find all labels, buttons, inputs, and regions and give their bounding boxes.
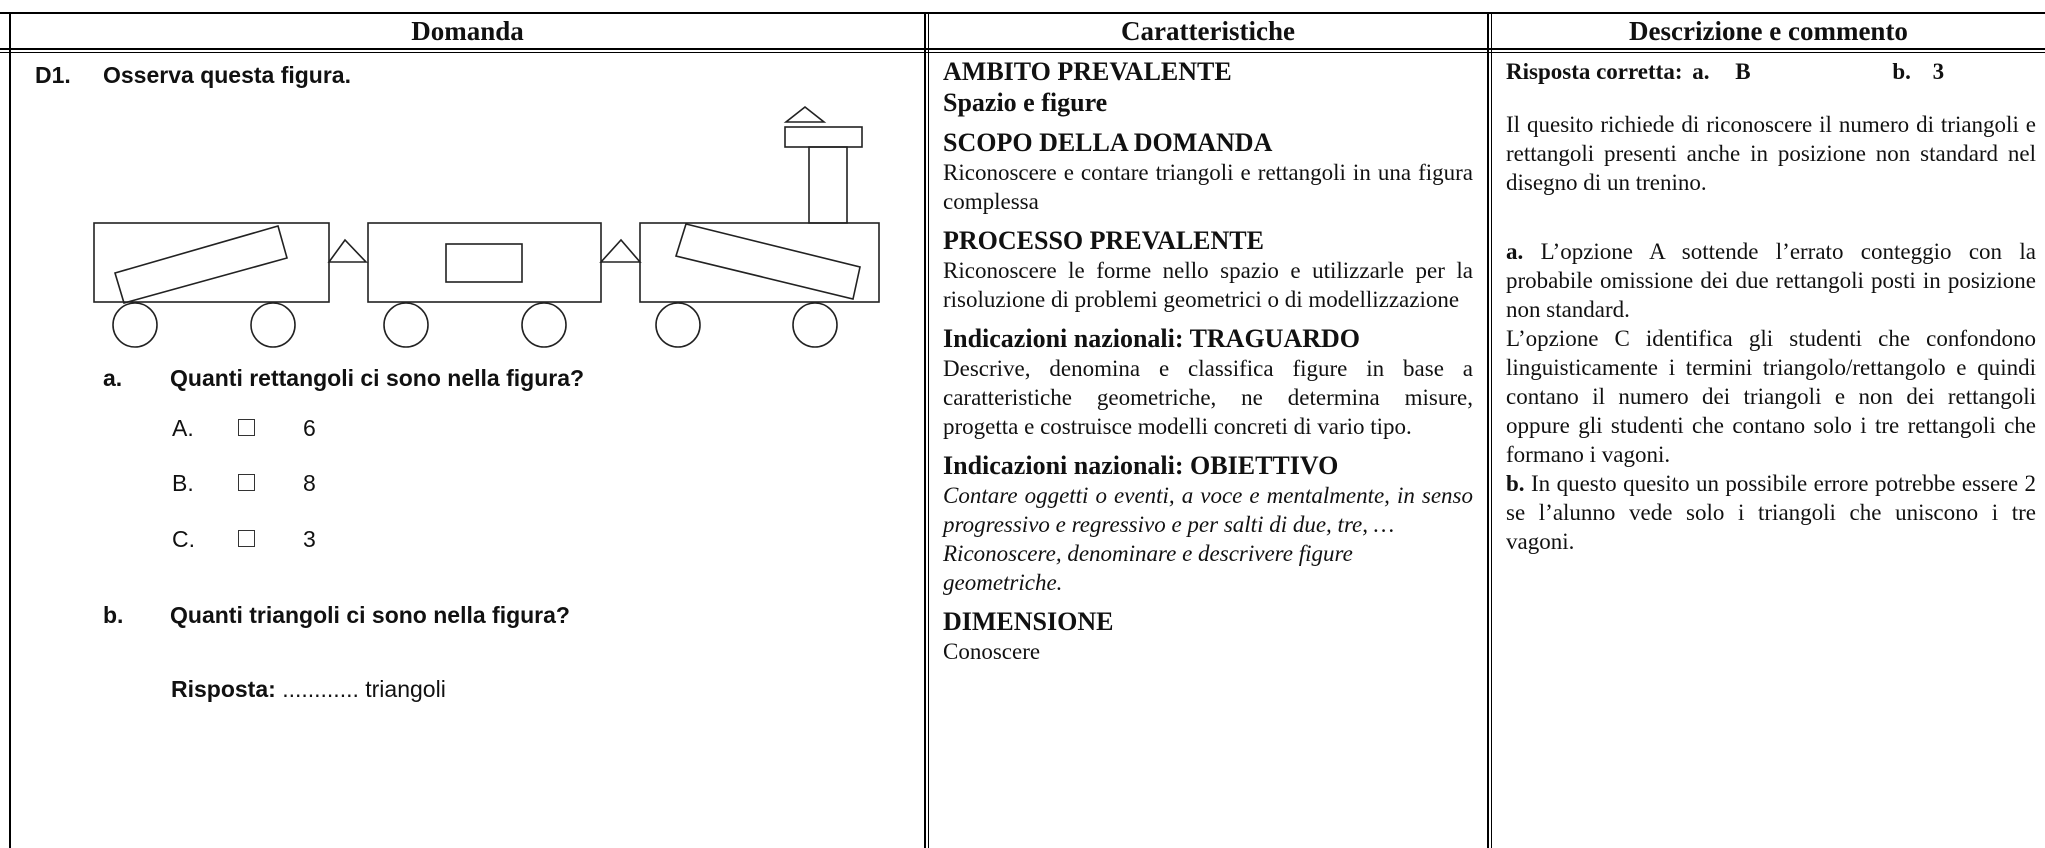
commentary-a-text: L’opzione A sottende l’errato conteggio … [1506, 239, 2036, 322]
wagon-1 [93, 222, 330, 303]
wheel [250, 302, 296, 348]
column-divider-2 [1487, 12, 1489, 848]
wagon-3 [639, 222, 880, 303]
option-letter: C. [172, 526, 195, 552]
part-a-label: a. [103, 365, 123, 391]
wagon-1-tilted-rectangle [114, 225, 288, 304]
scopo-text: Riconoscere e contare triangoli e rettan… [943, 160, 1473, 214]
commentary-a: a. L’opzione A sottende l’errato contegg… [1506, 237, 2036, 324]
chimney-cap [784, 126, 863, 148]
commentary-intro: Il quesito richiede di riconoscere il nu… [1506, 112, 2036, 195]
correct-a-value: B [1735, 59, 1751, 84]
ambito-title: AMBITO PREVALENTE [943, 57, 1232, 86]
connector-triangle-2 [599, 238, 642, 263]
commentary-b-label: b. [1506, 471, 1525, 496]
correct-label: Risposta corretta: [1506, 59, 1683, 84]
option-letter: B. [172, 470, 194, 496]
part-b-text: Quanti triangoli ci sono nella figura? [170, 602, 570, 628]
checkbox-icon[interactable] [238, 530, 255, 548]
dimensione-text: Conoscere [943, 639, 1041, 664]
option-letter: A. [172, 415, 194, 441]
chimney-stack [808, 146, 848, 224]
wheel [383, 302, 429, 348]
option-value: 3 [303, 526, 316, 552]
question-title: D1. Osserva questa figura. [35, 62, 351, 89]
header-domanda: Domanda [411, 16, 524, 46]
wheel [655, 302, 701, 348]
wagon-2-rectangle [445, 243, 523, 283]
wheel [112, 302, 158, 348]
ambito-value: Spazio e figure [943, 88, 1108, 117]
column-divider-1 [924, 12, 926, 848]
traguardo-title: Indicazioni nazionali: TRAGUARDO [943, 324, 1361, 353]
option-c: C. 3 [172, 526, 316, 553]
header-bottom-border [0, 48, 2045, 50]
header-descrizione: Descrizione e commento [1629, 16, 1908, 46]
option-value: 6 [303, 415, 316, 441]
part-b-question: b. Quanti triangoli ci sono nella figura? [103, 602, 570, 629]
part-b-answer: Risposta: ............ triangoli [171, 676, 446, 703]
table-left-border [9, 12, 11, 848]
characteristics-column: AMBITO PREVALENTE Spazio e figure SCOPO … [943, 56, 1473, 675]
correct-a-label: a. [1692, 59, 1710, 84]
answer-label: Risposta: [171, 676, 276, 702]
checkbox-icon[interactable] [238, 474, 255, 492]
commentary-b-text: In questo quesito un possibile errore po… [1506, 471, 2036, 554]
column-divider-1b [928, 12, 929, 848]
commentary-b: b. In questo quesito un possibile errore… [1506, 469, 2036, 556]
correct-b-label: b. [1892, 59, 1911, 84]
column-divider-2b [1491, 12, 1492, 848]
part-a-text: Quanti rettangoli ci sono nella figura? [170, 365, 585, 391]
part-a-question: a. Quanti rettangoli ci sono nella figura… [103, 365, 584, 392]
commentary-c: L’opzione C identifica gli studenti che … [1506, 326, 2036, 467]
option-a: A. 6 [172, 415, 316, 442]
checkbox-icon[interactable] [238, 419, 255, 437]
chimney-roof [783, 105, 827, 123]
header-caratteristiche: Caratteristiche [1121, 16, 1295, 46]
table-top-border [0, 12, 2045, 14]
header-bottom-border-2 [0, 52, 2045, 53]
option-b: B. 8 [172, 470, 316, 497]
obiettivo-text-2: Riconoscere, denominare e descrivere fig… [943, 541, 1353, 595]
wheel [792, 302, 838, 348]
question-prompt: Osserva questa figura. [103, 62, 351, 88]
commentary-column: Risposta corretta: a. B b. 3 Il quesito … [1506, 56, 2036, 556]
part-b-label: b. [103, 602, 124, 628]
processo-title: PROCESSO PREVALENTE [943, 226, 1264, 255]
wagon-3-tilted-rectangle [674, 223, 861, 300]
question-number: D1. [35, 62, 71, 88]
option-value: 8 [303, 470, 316, 496]
obiettivo-text-1: Contare oggetti o eventi, a voce e menta… [943, 483, 1473, 537]
traguardo-text: Descrive, denomina e classifica figure i… [943, 356, 1473, 439]
processo-text: Riconoscere le forme nello spazio e util… [943, 258, 1473, 312]
dimensione-title: DIMENSIONE [943, 607, 1114, 636]
scopo-title: SCOPO DELLA DOMANDA [943, 128, 1273, 157]
answer-blank[interactable]: ............ triangoli [282, 676, 446, 702]
train-figure [93, 105, 880, 348]
connector-triangle-1 [327, 238, 368, 263]
obiettivo-title: Indicazioni nazionali: OBIETTIVO [943, 451, 1339, 480]
correct-b-value: 3 [1932, 59, 1945, 84]
commentary-a-label: a. [1506, 239, 1524, 264]
wheel [521, 302, 567, 348]
correct-answer: Risposta corretta: a. B b. 3 [1506, 56, 2036, 87]
wagon-2 [367, 222, 602, 303]
